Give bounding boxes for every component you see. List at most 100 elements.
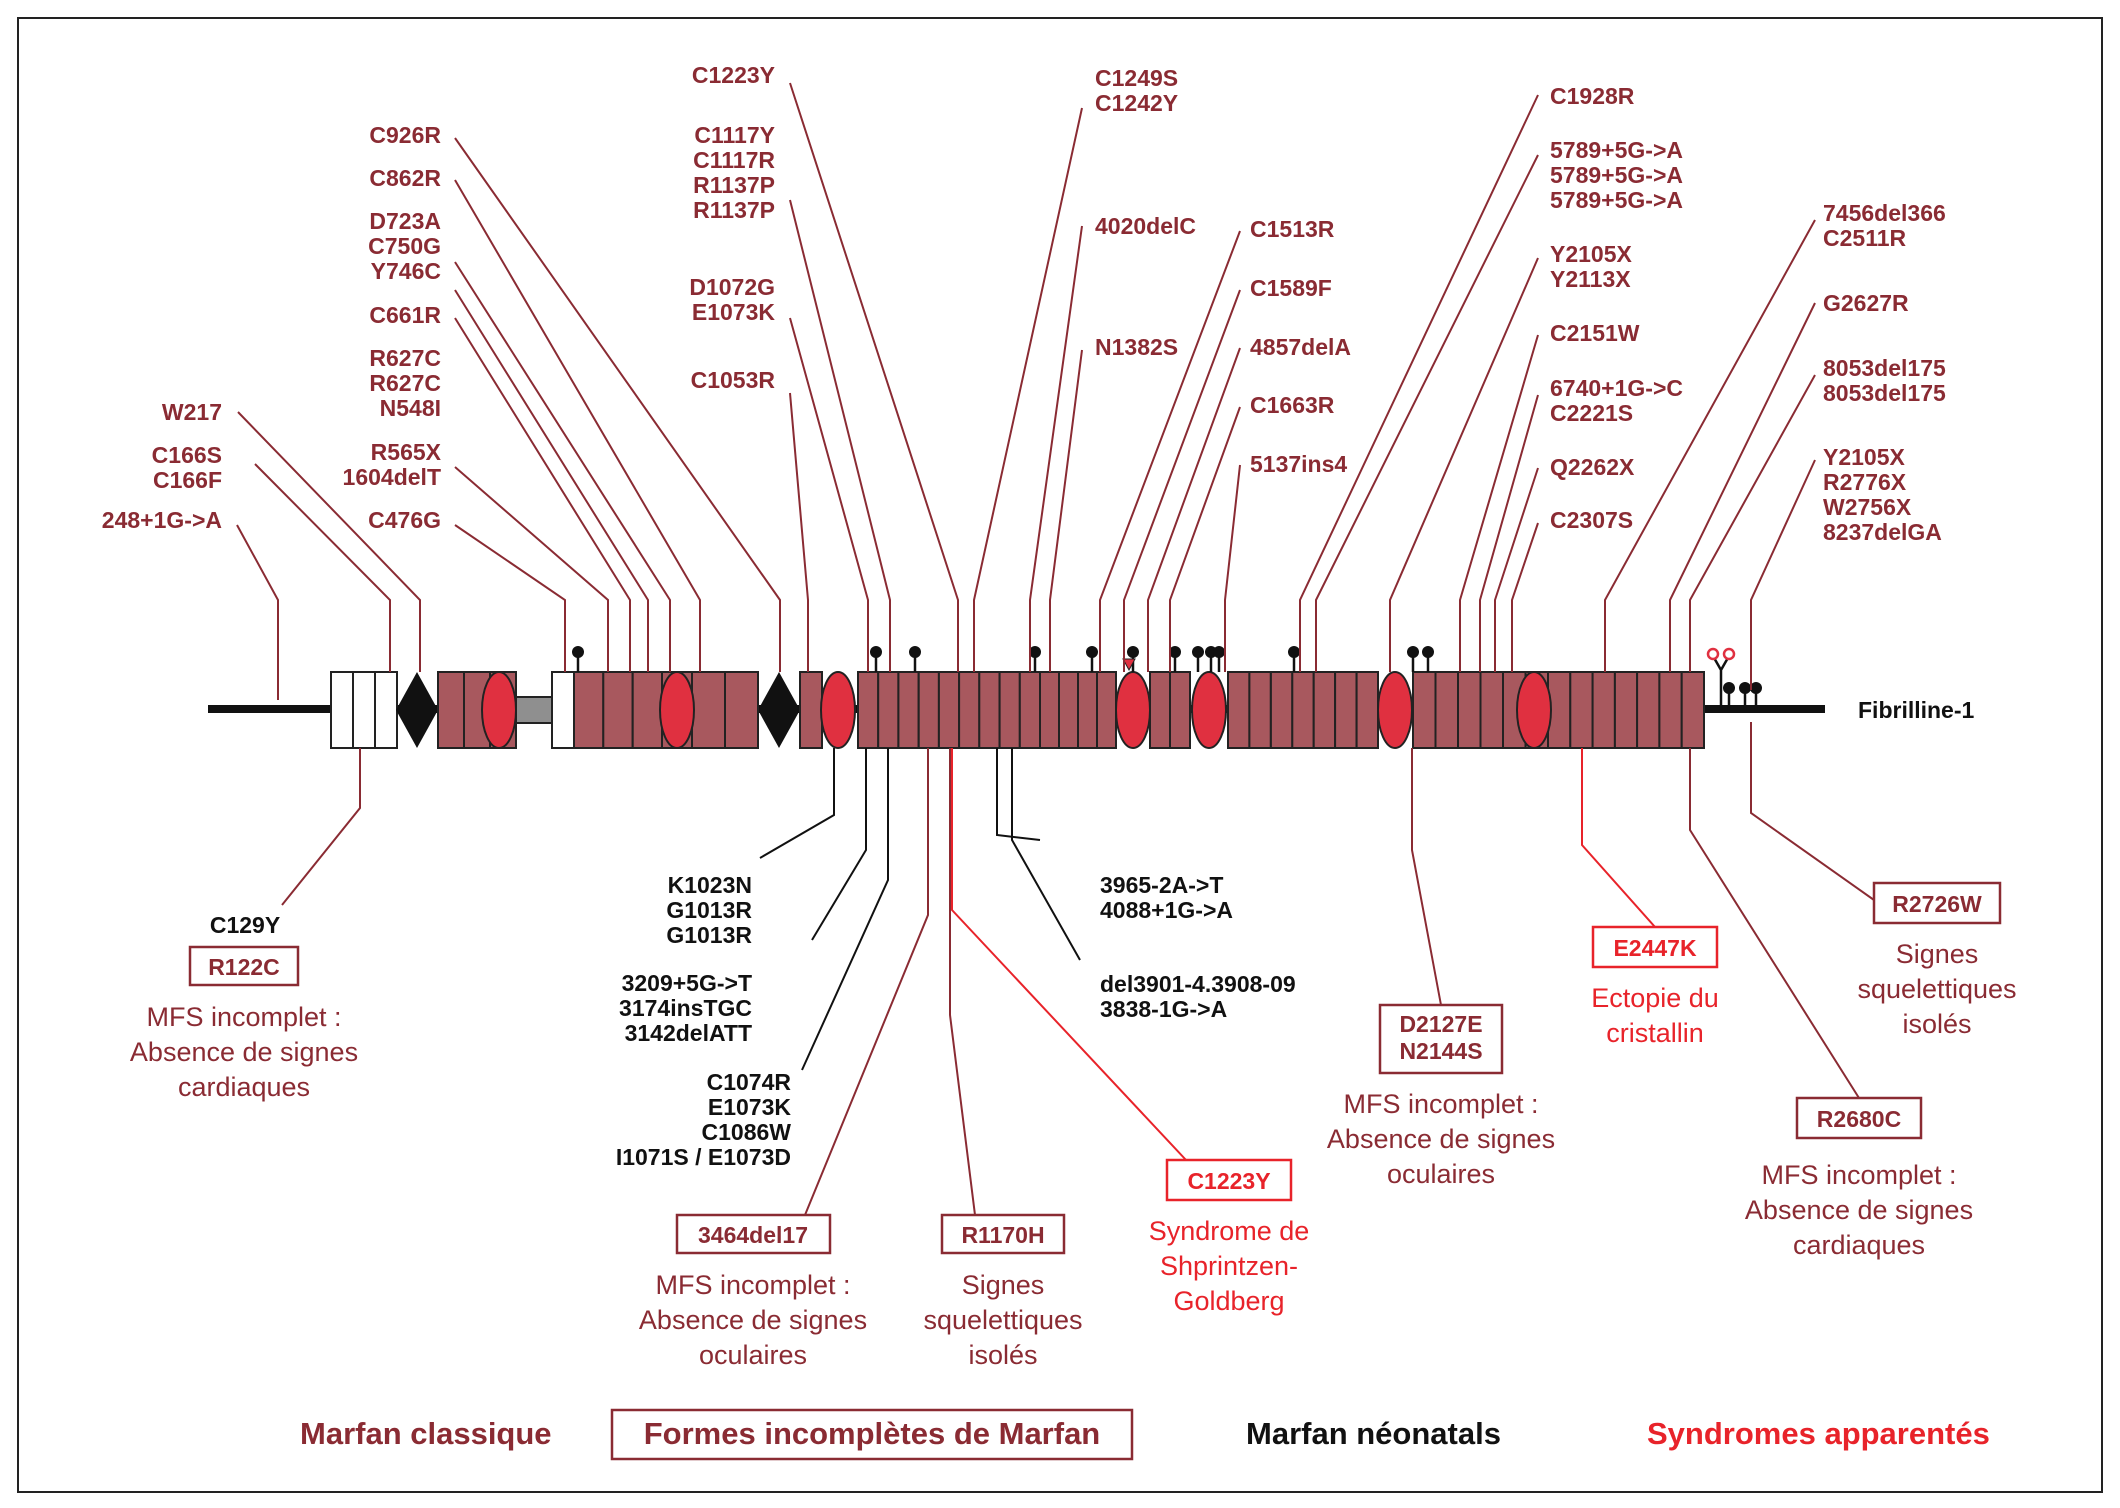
tb-ellipse-2 <box>659 671 695 749</box>
legend-incomplete: Formes incomplètes de Marfan <box>644 1416 1101 1451</box>
egf-domain-22 <box>1077 671 1098 749</box>
egf-domain-8 <box>691 671 726 749</box>
leader-line-45 <box>1689 748 1860 1099</box>
egf-domain-19 <box>1018 671 1041 749</box>
egf-domain-6 <box>631 671 664 749</box>
egf-domain-9 <box>724 671 759 749</box>
leader-line-20 <box>1147 347 1241 672</box>
mut-label-g18: C1513R <box>1250 216 1335 242</box>
leader-line-7 <box>454 317 631 672</box>
mut-label-g3: W217 <box>162 399 222 425</box>
egf-domain-row <box>437 671 1705 749</box>
box-3464del17-text: 3464del17 <box>698 1222 808 1248</box>
egf-domain-31 <box>1334 671 1358 749</box>
egf-domain-1 <box>437 671 465 749</box>
box-c1223y <box>1165 1158 1293 1202</box>
leader-line-41 <box>1011 748 1081 961</box>
mut-label-g19: C1589F <box>1250 275 1332 301</box>
egf-domain-4 <box>573 671 605 749</box>
leader-line-8 <box>454 261 671 672</box>
leader-line-16 <box>1029 225 1083 672</box>
egf-domain-25 <box>1169 671 1191 749</box>
leader-line-15 <box>973 107 1083 672</box>
outer-frame <box>17 17 2103 1493</box>
bottom-group-b5: 3464del17 MFS incomplet :Absence de sign… <box>639 1213 867 1370</box>
leader-line-31 <box>1669 302 1816 672</box>
egf-domain-26 <box>1227 671 1251 749</box>
mut-label-g20: 4857delA <box>1250 334 1351 360</box>
leader-line-13 <box>789 199 891 672</box>
leader-line-32 <box>1689 374 1816 672</box>
leader-line-14 <box>789 82 959 672</box>
tb-domain-diamond-1 <box>396 672 438 748</box>
mut-label-g28: Q2262X <box>1550 454 1635 480</box>
box-r2680c <box>1795 1096 1923 1140</box>
glyco-head-10 <box>1213 646 1225 658</box>
tb-ellipse-5 <box>1191 671 1227 749</box>
leader-line-21 <box>1169 406 1241 672</box>
leader-line-2 <box>254 463 391 672</box>
red-triangle-marker <box>1122 658 1136 672</box>
egf-domain-16 <box>958 671 981 749</box>
leader-line-30 <box>1604 219 1816 672</box>
leader-line-28 <box>1494 467 1539 672</box>
egf-domain-18 <box>998 671 1021 749</box>
legend-neonatal: Marfan néonatals <box>1246 1416 1501 1451</box>
egf-domain-43 <box>1636 671 1661 749</box>
mut-label-g7: C661R <box>369 302 441 328</box>
leader-line-35 <box>759 748 835 859</box>
tb-ellipse-3 <box>820 671 856 749</box>
glyco-head-6 <box>1127 646 1139 658</box>
box-r1170h-text: R1170H <box>961 1222 1044 1248</box>
leader-line-24 <box>1315 154 1539 672</box>
branch-head-right <box>1722 647 1736 661</box>
glyco-head-8 <box>1192 646 1204 658</box>
protein-name: Fibrilline-1 <box>1858 697 1975 723</box>
leader-line-22 <box>1224 464 1241 672</box>
egf-domain-34 <box>1434 671 1459 749</box>
leader-line-29 <box>1511 522 1539 672</box>
leader-line-3 <box>237 411 421 672</box>
leader-line-1 <box>236 524 279 700</box>
box-r2680c-text: R2680C <box>1817 1106 1901 1132</box>
egf-domain-35 <box>1457 671 1482 749</box>
egf-domain-12 <box>877 671 900 749</box>
leader-line-36 <box>811 748 867 941</box>
leader-line-12 <box>789 317 869 672</box>
glyco-head-4 <box>1029 646 1041 658</box>
box-r1170h <box>940 1213 1066 1255</box>
glyco-head-14 <box>1723 682 1735 694</box>
tb-domain-ellipses <box>481 671 1552 749</box>
leader-line-6 <box>454 289 649 672</box>
leader-line-44 <box>1581 748 1656 928</box>
egf-domain-32 <box>1355 671 1379 749</box>
mut-label-g23: C1928R <box>1550 83 1635 109</box>
box-r2726w <box>1872 881 2002 925</box>
glyco-head-7 <box>1169 646 1181 658</box>
glycosylation-sites <box>572 646 1762 710</box>
egf-domain-41 <box>1591 671 1616 749</box>
mut-label-g10: C926R <box>369 122 441 148</box>
box-r122c <box>188 945 300 987</box>
mut-label-g16: 4020delC <box>1095 213 1196 239</box>
glyco-head-1 <box>572 646 584 658</box>
